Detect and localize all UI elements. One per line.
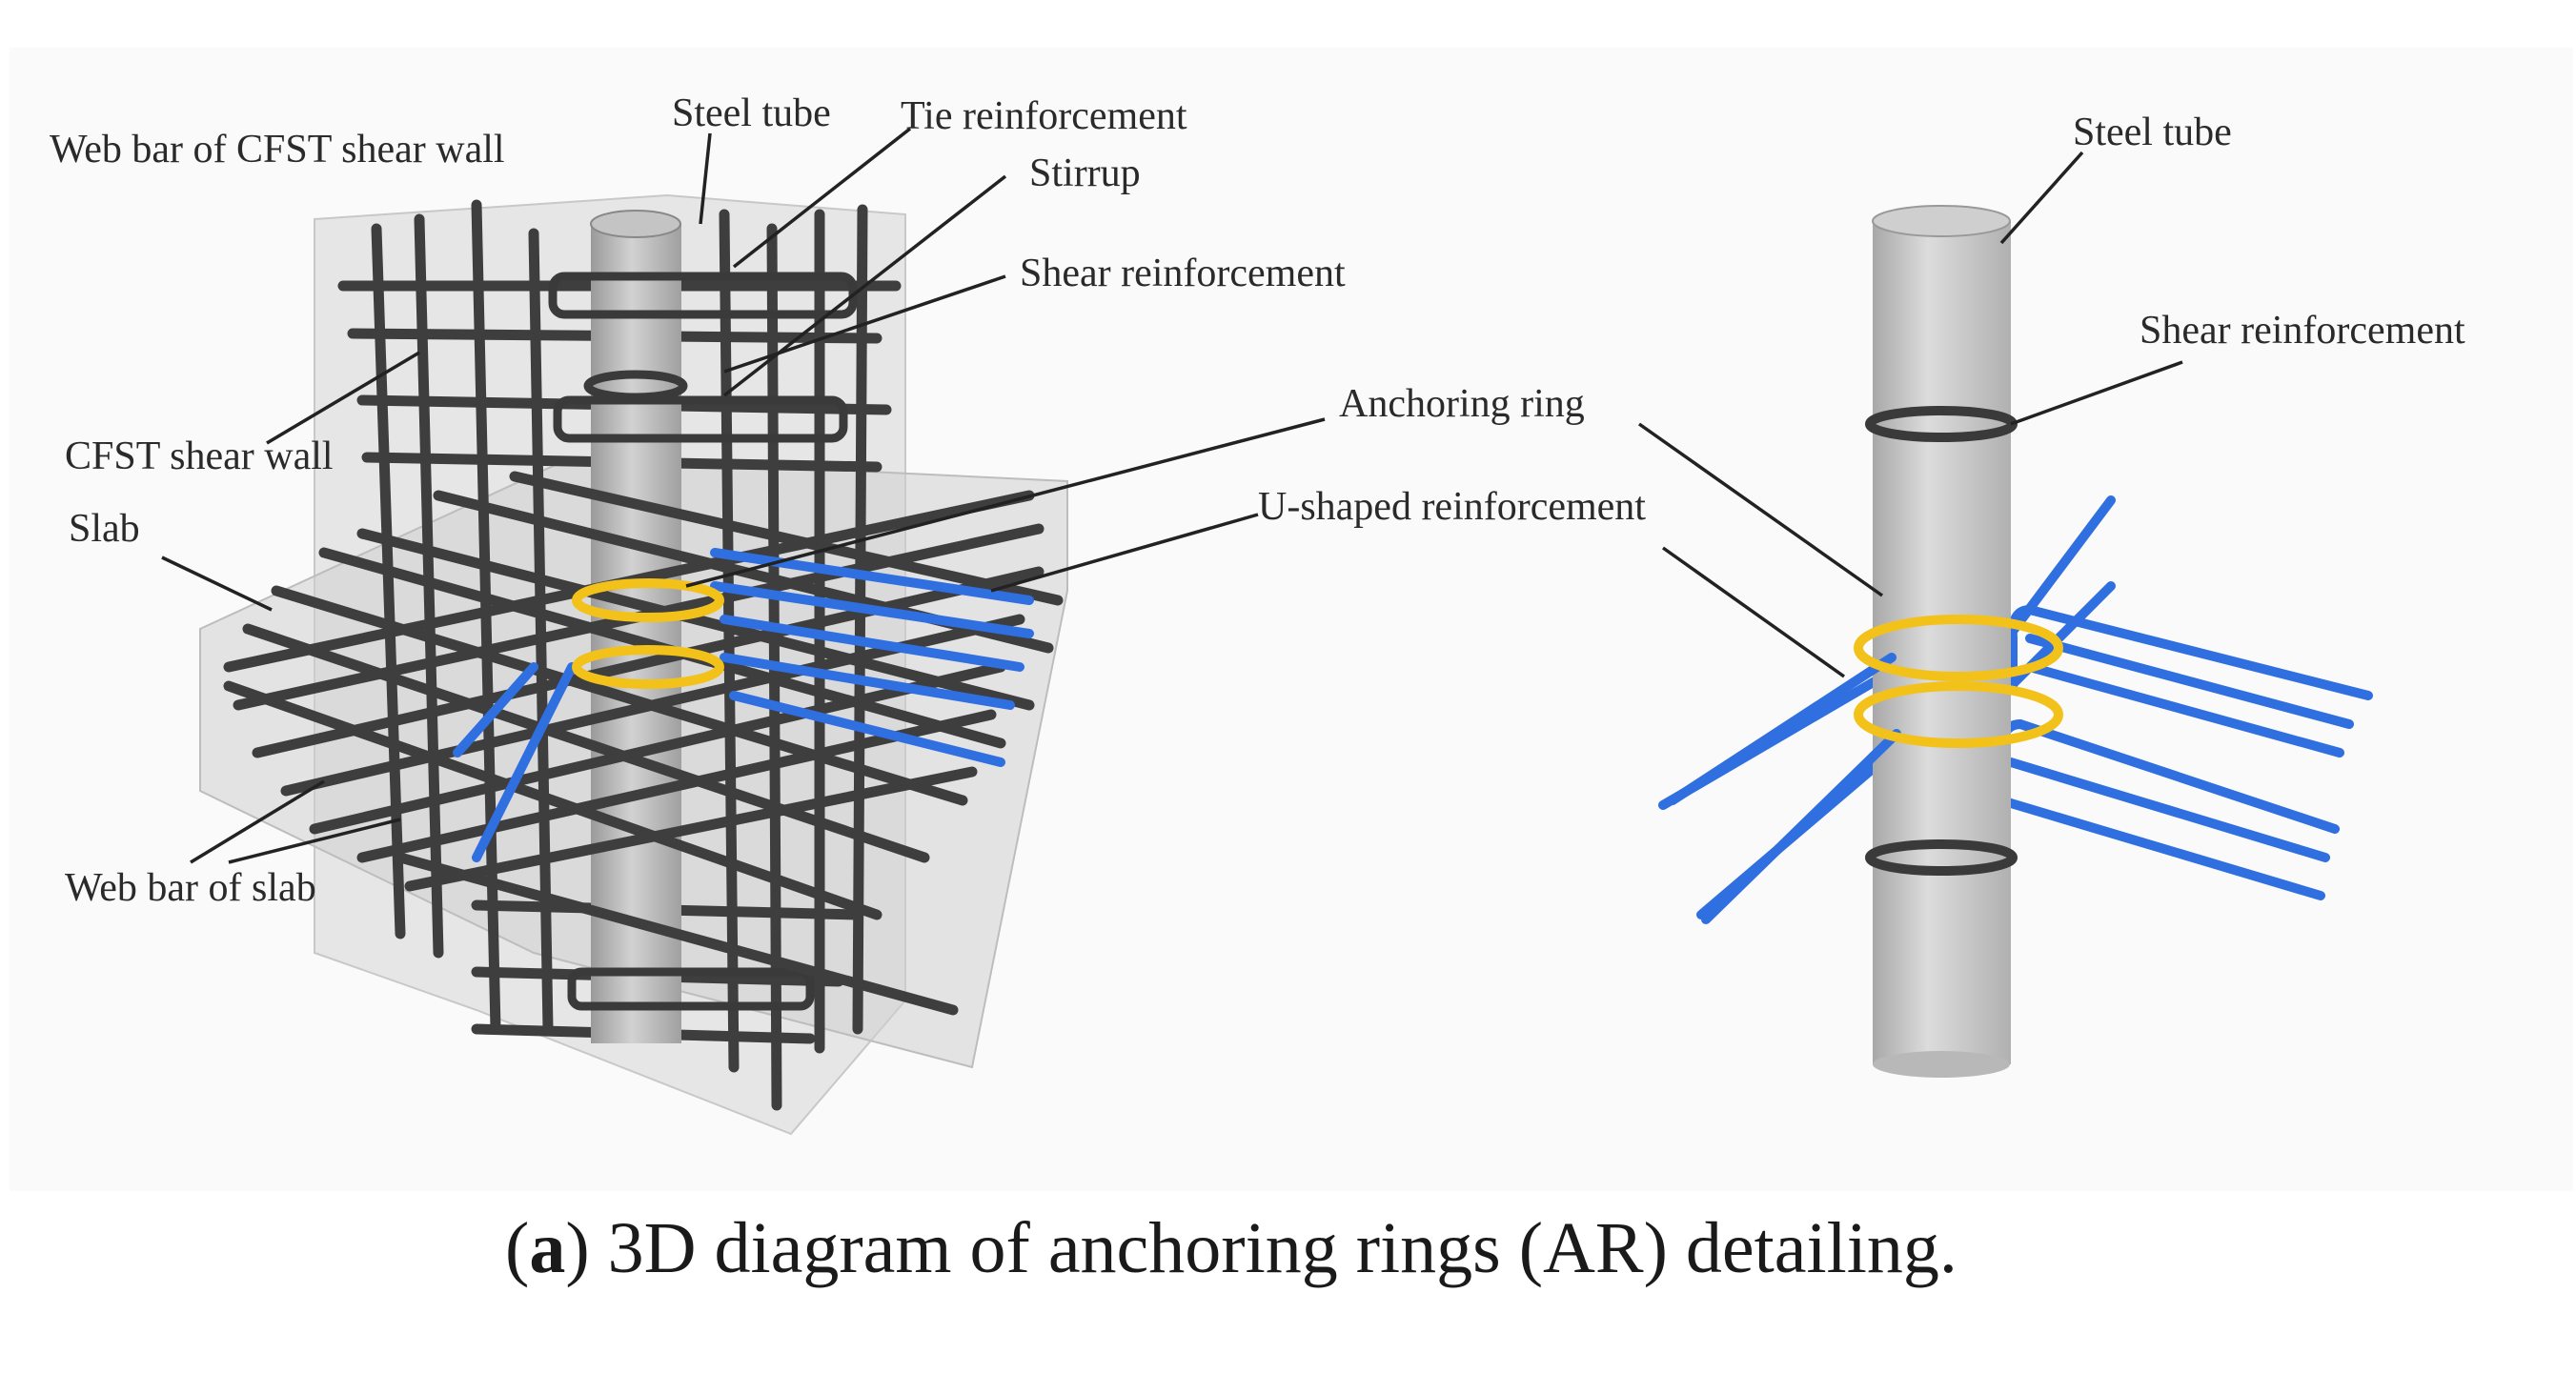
label-anchoring-ring: Anchoring ring <box>1339 382 1585 426</box>
label-slab: Slab <box>69 507 140 551</box>
label-cfst-shear-wall: CFST shear wall <box>65 434 334 478</box>
u-shaped-front <box>1668 653 1901 924</box>
label-shear-reinforcement-right: Shear reinforcement <box>2140 309 2465 353</box>
right-model: Steel tube Shear reinforcement <box>1637 111 2465 1078</box>
label-web-bar-slab: Web bar of slab <box>65 866 316 910</box>
leaders-right <box>1637 151 2183 678</box>
shear-ring-lower <box>1865 839 2018 876</box>
caption-letter: a <box>529 1208 565 1288</box>
anchoring-ring-right <box>1854 615 2063 748</box>
label-shear-reinforcement-left: Shear reinforcement <box>1020 252 1346 295</box>
caption-text: ) 3D diagram of anchoring rings (AR) det… <box>565 1208 1957 1288</box>
steel-tube-left-top <box>590 210 681 238</box>
u-shaped-reinforcement-left <box>453 548 1034 862</box>
label-stirrup: Stirrup <box>1029 152 1141 195</box>
label-web-bar-wall: Web bar of CFST shear wall <box>50 128 505 172</box>
steel-tube-right <box>1873 221 2011 1064</box>
left-model: Web bar of CFST shear wall Steel tube Ti… <box>50 91 1646 1136</box>
anchoring-ring-left <box>572 578 724 689</box>
figure-caption: (a) 3D diagram of anchoring rings (AR) d… <box>505 1208 1957 1288</box>
caption-paren: ( <box>505 1208 529 1288</box>
label-u-shaped: U-shaped reinforcement <box>1258 485 1646 529</box>
leaders-left <box>161 127 1326 864</box>
label-tie-reinforcement: Tie reinforcement <box>901 94 1187 138</box>
label-steel-tube-left: Steel tube <box>672 91 831 135</box>
label-steel-tube-right: Steel tube <box>2073 111 2232 154</box>
steel-tube-right-bottom <box>1873 1051 2010 1078</box>
steel-tube-right-top <box>1872 205 2011 237</box>
